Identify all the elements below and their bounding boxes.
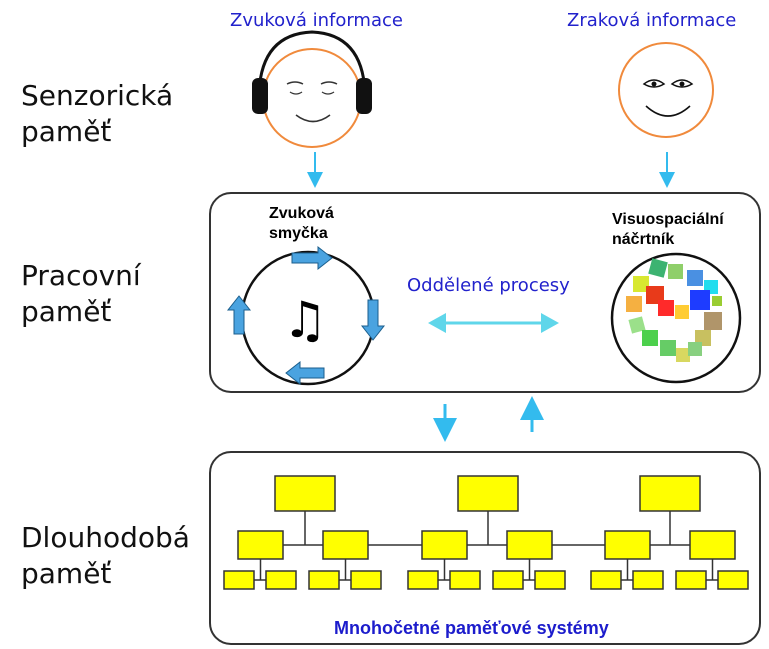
phonological-loop-circle — [226, 245, 386, 386]
longterm-memory-line2: paměť — [21, 557, 112, 590]
multiple-memory-systems-label: Mnohočetné paměťové systémy — [334, 618, 609, 638]
sensory-memory-label: Senzorická paměť — [21, 78, 173, 150]
tree-3-mid-node-right — [689, 530, 736, 560]
tree-2-mid-node-right — [506, 530, 553, 560]
sensory-memory-line1: Senzorická — [21, 79, 174, 112]
working-memory-line2: paměť — [21, 295, 112, 328]
tree-1-right-leaf-1 — [308, 570, 340, 590]
tree-3-left-leaf-2 — [632, 570, 664, 590]
color-squares-icon — [610, 252, 742, 384]
tree-2-mid-node-left — [421, 530, 468, 560]
tree-3-mid-node-left — [604, 530, 651, 560]
visuospatial-sketchpad-label: Visuospaciální náčrtník — [612, 210, 724, 250]
headphones-face-icon — [252, 30, 372, 148]
working-memory-line1: Pracovní — [21, 259, 141, 292]
memory-systems-hierarchy — [223, 475, 749, 590]
working-memory-label: Pracovní paměť — [21, 258, 141, 330]
phonological-loop-label: Zvuková smyčka — [269, 204, 334, 244]
tree-2-left-leaf-1 — [407, 570, 439, 590]
visuospatial-sketchpad-line2: náčrtník — [612, 231, 675, 248]
tree-2-right-leaf-2 — [534, 570, 566, 590]
tree-2-root-node — [457, 475, 519, 512]
tree-1-root-node — [274, 475, 336, 512]
tree-2-left-leaf-2 — [449, 570, 481, 590]
tree-1-mid-node-right — [322, 530, 369, 560]
tree-2-right-leaf-1 — [492, 570, 524, 590]
visuospatial-sketchpad-line1: Visuospaciální — [612, 211, 724, 228]
tree-1-left-leaf-2 — [265, 570, 297, 590]
sensory-memory-line2: paměť — [21, 115, 112, 148]
longterm-memory-line1: Dlouhodobá — [21, 521, 190, 554]
tree-3-root-node — [639, 475, 701, 512]
separate-processes-double-arrow — [428, 313, 559, 333]
visual-information-title: Zraková informace — [567, 10, 737, 31]
tree-1-mid-node-left — [237, 530, 284, 560]
music-note-icon: ♫ — [283, 291, 328, 349]
smiling-face-icon — [618, 42, 714, 138]
phonological-loop-line2: smyčka — [269, 225, 328, 242]
phonological-loop-line1: Zvuková — [269, 205, 334, 222]
tree-1-left-leaf-1 — [223, 570, 255, 590]
tree-3-right-leaf-2 — [717, 570, 749, 590]
tree-3-right-leaf-1 — [675, 570, 707, 590]
longterm-memory-label: Dlouhodobá paměť — [21, 520, 190, 592]
auditory-information-title: Zvuková informace — [230, 10, 403, 31]
tree-3-left-leaf-1 — [590, 570, 622, 590]
tree-1-right-leaf-2 — [350, 570, 382, 590]
separate-processes-label: Oddělené procesy — [407, 275, 570, 296]
